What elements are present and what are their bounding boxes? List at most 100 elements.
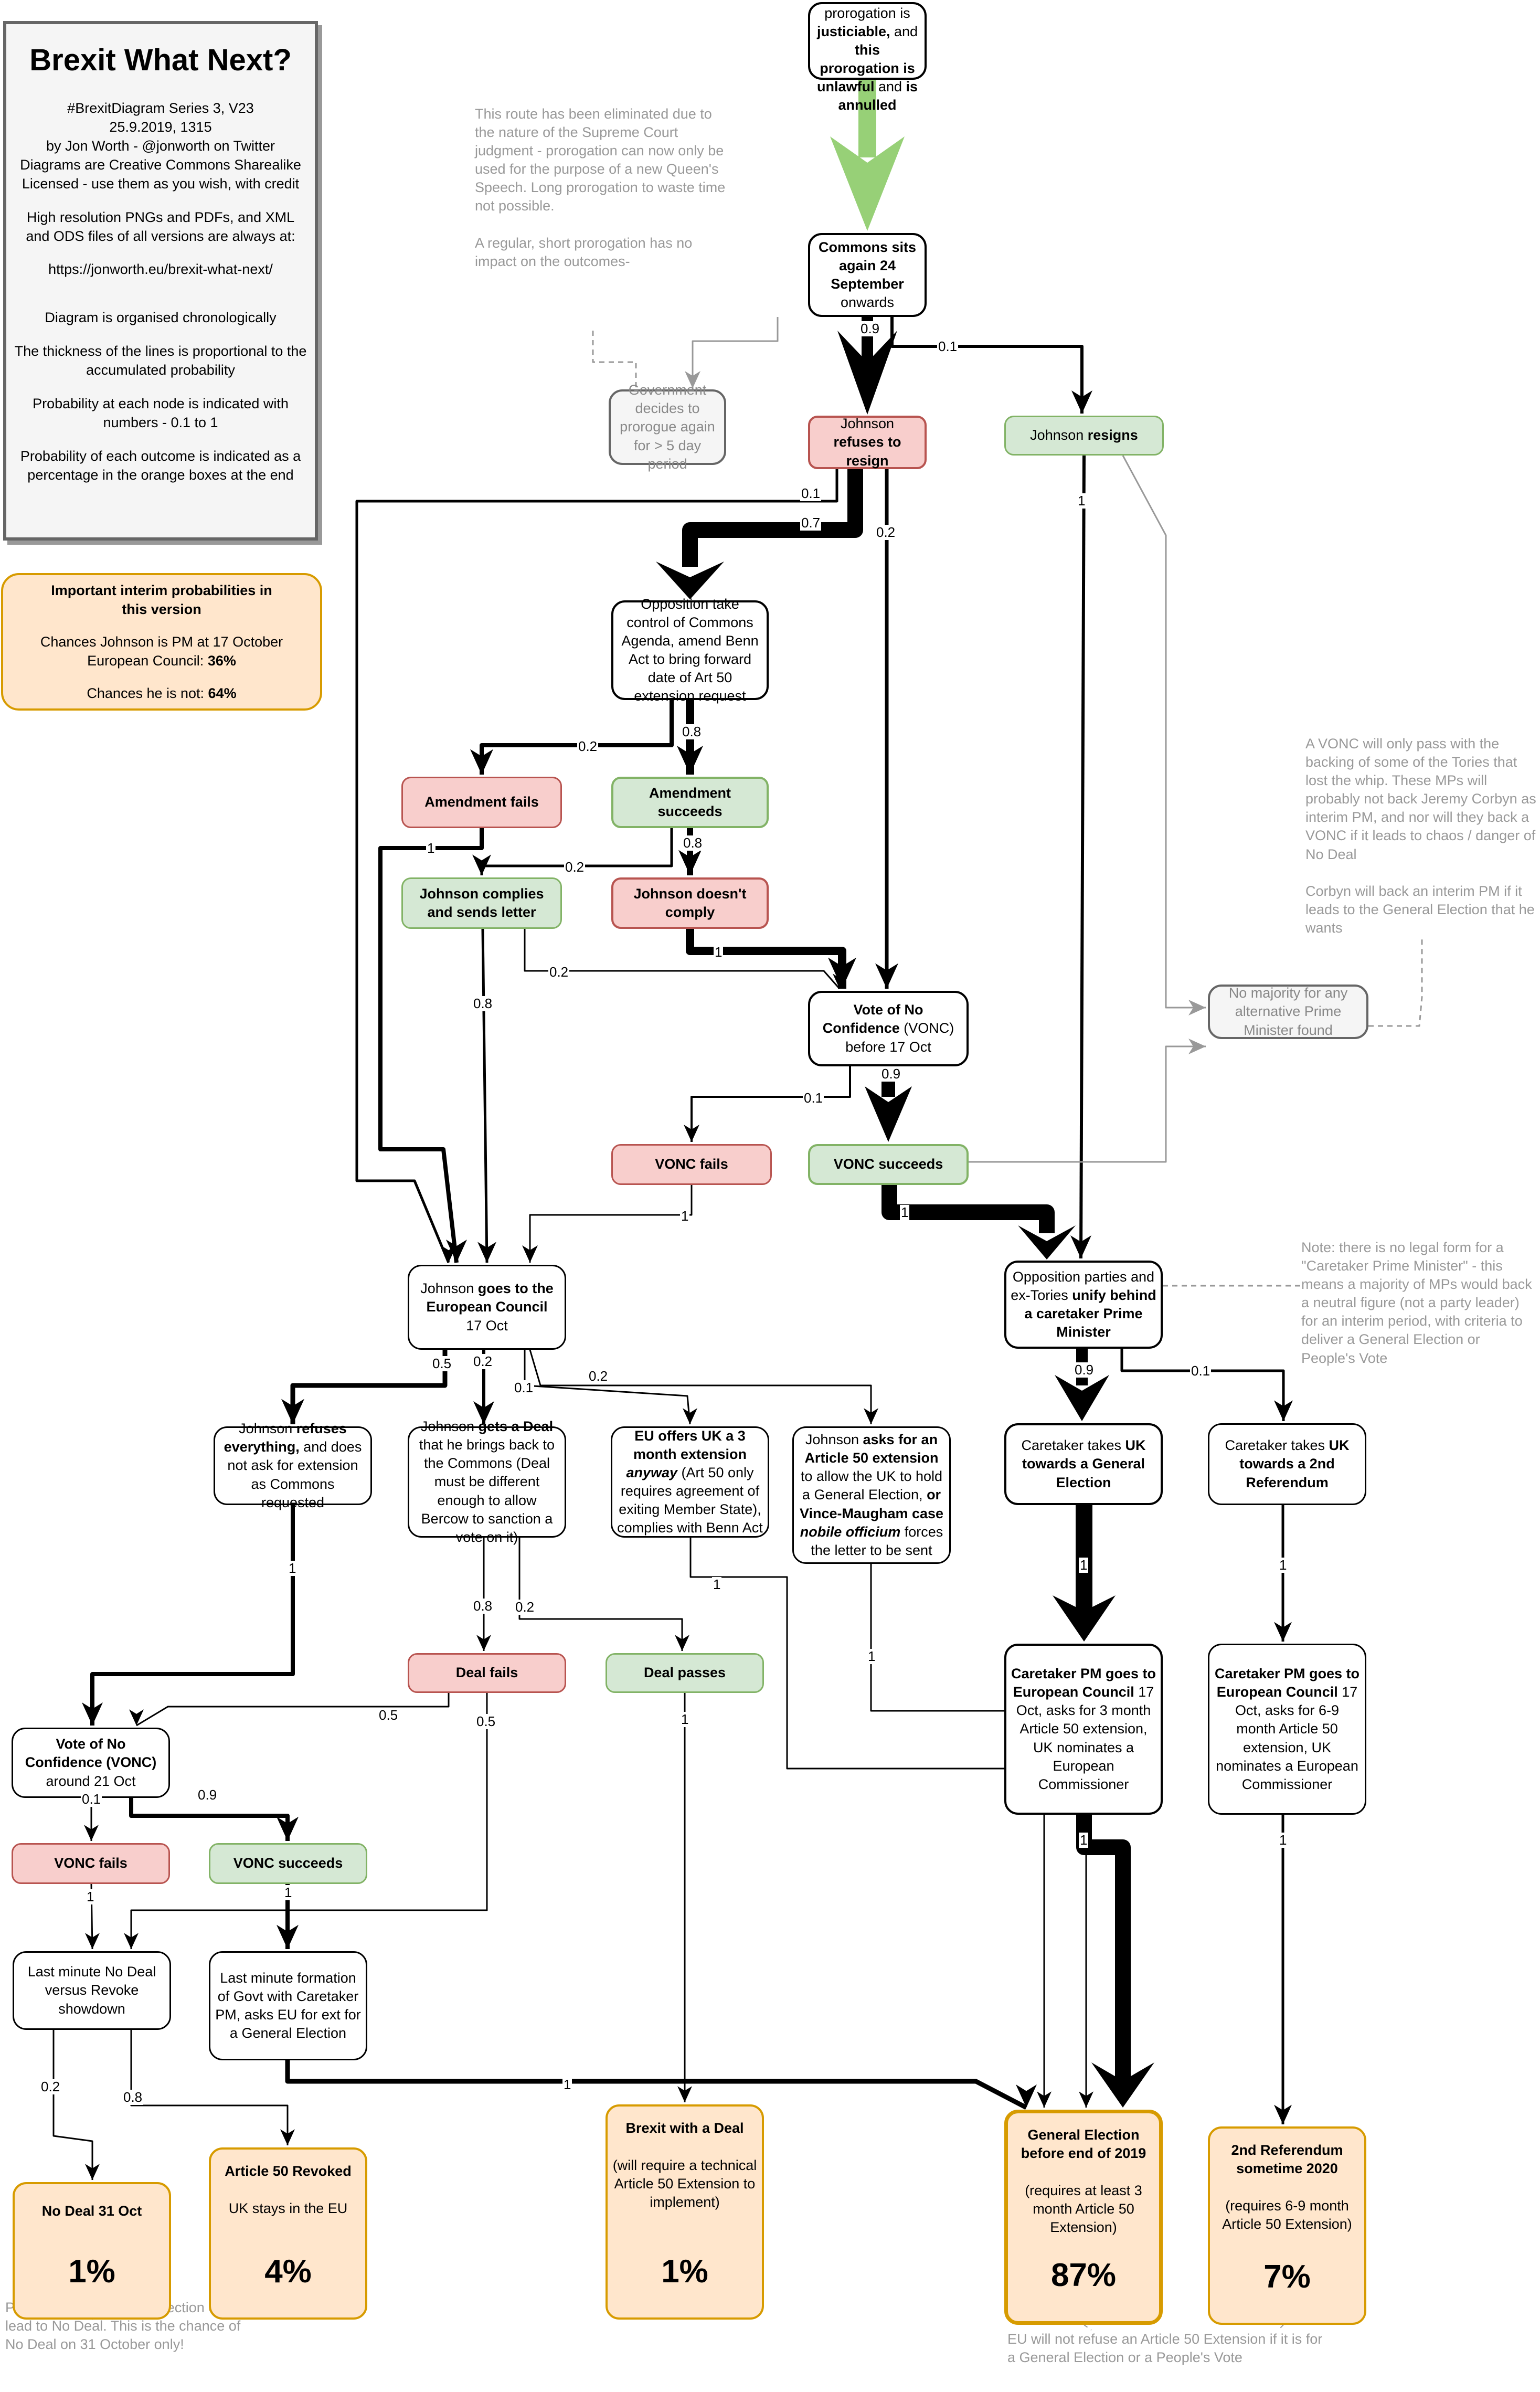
node-johnson-refuses[interactable]: Johnson refuses to resign xyxy=(808,416,927,469)
node-caretaker-pm-3-month[interactable]: Caretaker PM goes to European Council 17… xyxy=(1004,1644,1163,1815)
edge-label-vfails-council: 1 xyxy=(680,1208,690,1224)
edge-label-vonc-succeeds: 0.9 xyxy=(880,1066,902,1082)
outcome-article-50-revoked[interactable]: Article 50 Revoked UK stays in the EU 4% xyxy=(209,2147,367,2320)
arrowhead xyxy=(1079,2091,1093,2108)
node-last-minute-govt[interactable]: Last minute formation of Govt with Caret… xyxy=(209,1951,367,2060)
arrowhead xyxy=(476,1635,491,1651)
edge-label-vonc2-succ: 0.9 xyxy=(197,1787,218,1803)
arrowhead xyxy=(1091,2062,1154,2108)
edge-label-eu-ge: 1 xyxy=(712,1576,722,1592)
node-unify-caretaker[interactable]: Opposition parties and ex-Tories unify b… xyxy=(1004,1261,1163,1349)
node-deal-passes[interactable]: Deal passes xyxy=(606,1653,764,1693)
outcome-no-deal[interactable]: No Deal 31 Oct 1% xyxy=(13,2182,171,2320)
node-prorogue-again[interactable]: Government decides to prorogue again for… xyxy=(609,382,726,472)
arrowhead xyxy=(82,1702,103,1726)
node-vonc-before-17oct[interactable]: Vote of No Confidence (VONC) before 17 O… xyxy=(808,991,969,1066)
edge-label-deal-passes: 0.2 xyxy=(514,1599,536,1615)
edge-label-succ-complies: 0.2 xyxy=(564,859,586,875)
arrowhead xyxy=(281,1399,304,1424)
edge-council-ask xyxy=(529,1349,872,1424)
edge-comply-vonc xyxy=(524,929,841,989)
arrowhead xyxy=(1274,1400,1293,1421)
edge-ctpmge-ge xyxy=(1076,1815,1131,2083)
node-vonc1-succeeds[interactable]: VONC succeeds xyxy=(808,1144,969,1185)
node-vonc2-succeeds[interactable]: VONC succeeds xyxy=(209,1843,367,1884)
edge-label-refuses-opposition: 0.7 xyxy=(800,515,822,531)
outcome-ref-pct: 7% xyxy=(1263,2259,1311,2295)
arrowhead xyxy=(129,1709,144,1726)
node-johnson-doesnt-comply[interactable]: Johnson doesn't comply xyxy=(611,877,769,929)
node-eu-offers-extension[interactable]: EU offers UK a 3 month extension anyway … xyxy=(611,1426,769,1538)
series: #BrexitDiagram Series 3, V23 xyxy=(67,100,254,117)
edge-label-refuses-vonc: 0.2 xyxy=(875,524,897,540)
node-no-majority[interactable]: No majority for any alternative Prime Mi… xyxy=(1208,985,1368,1039)
edge-label-refuses-council: 0.1 xyxy=(800,485,822,501)
edge-ncomply-vonc xyxy=(686,929,846,989)
arrowhead xyxy=(1188,1000,1206,1015)
node-johnson-refuses-everything[interactable]: Johnson refuses everything, and does not… xyxy=(214,1421,372,1510)
arrowhead xyxy=(684,1125,699,1142)
edge-label-v2fails-show: 1 xyxy=(86,1889,95,1904)
arrowhead xyxy=(677,746,703,775)
arrowhead xyxy=(1071,390,1092,414)
edge-ref-note xyxy=(1278,2324,1284,2331)
edge-label-dfails-showdown: 0.5 xyxy=(475,1713,497,1729)
info-panel: Brexit What Next? #BrexitDiagram Series … xyxy=(3,21,318,541)
interim-pm: Chances Johnson is PM at 17 October Euro… xyxy=(40,633,283,669)
edge-label-council-deal: 0.2 xyxy=(472,1353,494,1369)
node-amendment-succeeds[interactable]: Amendment succeeds xyxy=(611,777,769,828)
arrowhead xyxy=(1018,1225,1076,1259)
edge-commons-resigns xyxy=(890,317,1084,414)
edge-label-council-eu: 0.1 xyxy=(513,1380,535,1395)
edge-refall-vonc2 xyxy=(90,1505,295,1726)
outcome-brexit-with-deal[interactable]: Brexit with a Deal (will require a techn… xyxy=(606,2104,764,2320)
arrowhead xyxy=(833,973,846,989)
outcome-deal-pct: 1% xyxy=(661,2253,708,2290)
edge-v1succ-unify xyxy=(881,1185,1055,1233)
node-johnson-resigns[interactable]: Johnson resigns xyxy=(1004,416,1164,456)
note-prorogation: This route has been eliminated due to th… xyxy=(475,106,726,269)
edge-label-opp-fails: 0.2 xyxy=(577,738,599,754)
url-link[interactable]: https://jonworth.eu/brexit-what-next/ xyxy=(48,261,273,278)
outcome-2nd-referendum[interactable]: 2nd Referendum sometime 2020 (requires 6… xyxy=(1208,2126,1366,2325)
edge-opp-afail xyxy=(480,700,674,775)
edge-dfail-vonc2 xyxy=(136,1693,450,1727)
edge-label-vonc-fails: 0.1 xyxy=(803,1090,824,1106)
edge-label-govt-ge: 1 xyxy=(562,2077,572,2092)
node-caretaker-general-election[interactable]: Caretaker takes UK towards a General Ele… xyxy=(1004,1423,1163,1505)
node-vonc-around-21oct[interactable]: Vote of No Confidence (VONC)around 21 Oc… xyxy=(12,1728,170,1798)
node-amendment-fails[interactable]: Amendment fails xyxy=(401,777,562,828)
arrowhead xyxy=(683,1408,697,1424)
edge-govt-ge xyxy=(285,2060,1028,2110)
edge-prorogue-note xyxy=(592,331,637,388)
node-vonc2-fails[interactable]: VONC fails xyxy=(12,1843,170,1884)
node-johnson-asks-extension[interactable]: Johnson asks for an Article 50 extension… xyxy=(792,1426,951,1564)
outcome-general-election[interactable]: General Election before end of 2019 (req… xyxy=(1004,2110,1163,2325)
node-johnson-complies[interactable]: Johnson complies and sends letter xyxy=(401,877,562,929)
edge-show-nodeal xyxy=(52,2030,93,2180)
arrowhead xyxy=(678,850,702,875)
node-opposition-control[interactable]: Opposition take control of Commons Agend… xyxy=(611,596,769,704)
node-vonc1-fails[interactable]: VONC fails xyxy=(611,1144,772,1185)
arrowhead xyxy=(1055,1375,1109,1421)
node-deal-fails[interactable]: Deal fails xyxy=(408,1653,566,1693)
edge-label-pmge-ge: 1 xyxy=(1079,1832,1089,1848)
node-caretaker-pm-6-9-month[interactable]: Caretaker PM goes to European Council 17… xyxy=(1208,1644,1366,1815)
edge-label-fails-council: 1 xyxy=(426,840,436,856)
arrowhead xyxy=(446,1240,467,1263)
node-caretaker-referendum[interactable]: Caretaker takes UK towards a 2nd Referen… xyxy=(1208,1423,1366,1505)
node-no-deal-vs-revoke[interactable]: Last minute No Deal versus Revoke showdo… xyxy=(13,1951,171,2030)
node-johnson-gets-deal[interactable]: Johnson gets a Deal that he brings back … xyxy=(408,1419,566,1545)
files-text: High resolution PNGs and PDFs, and XML a… xyxy=(26,209,295,244)
edge-v1succ-nomaj xyxy=(969,1045,1206,1163)
author: by Jon Worth - @jonworth on Twitter xyxy=(46,137,275,154)
legend-3: Probability at each node is indicated wi… xyxy=(33,396,289,430)
edge-label-dfails-vonc2: 0.5 xyxy=(378,1707,399,1723)
interim-probabilities: Important interim probabilities in this … xyxy=(1,573,322,711)
edge-deal-dpass xyxy=(518,1538,683,1651)
node-supreme-court[interactable]: Supreme Court rules prorogation is justi… xyxy=(808,0,927,113)
edge-comply-council xyxy=(481,928,488,1263)
legend-4: Probability of each outcome is indicated… xyxy=(20,448,301,483)
